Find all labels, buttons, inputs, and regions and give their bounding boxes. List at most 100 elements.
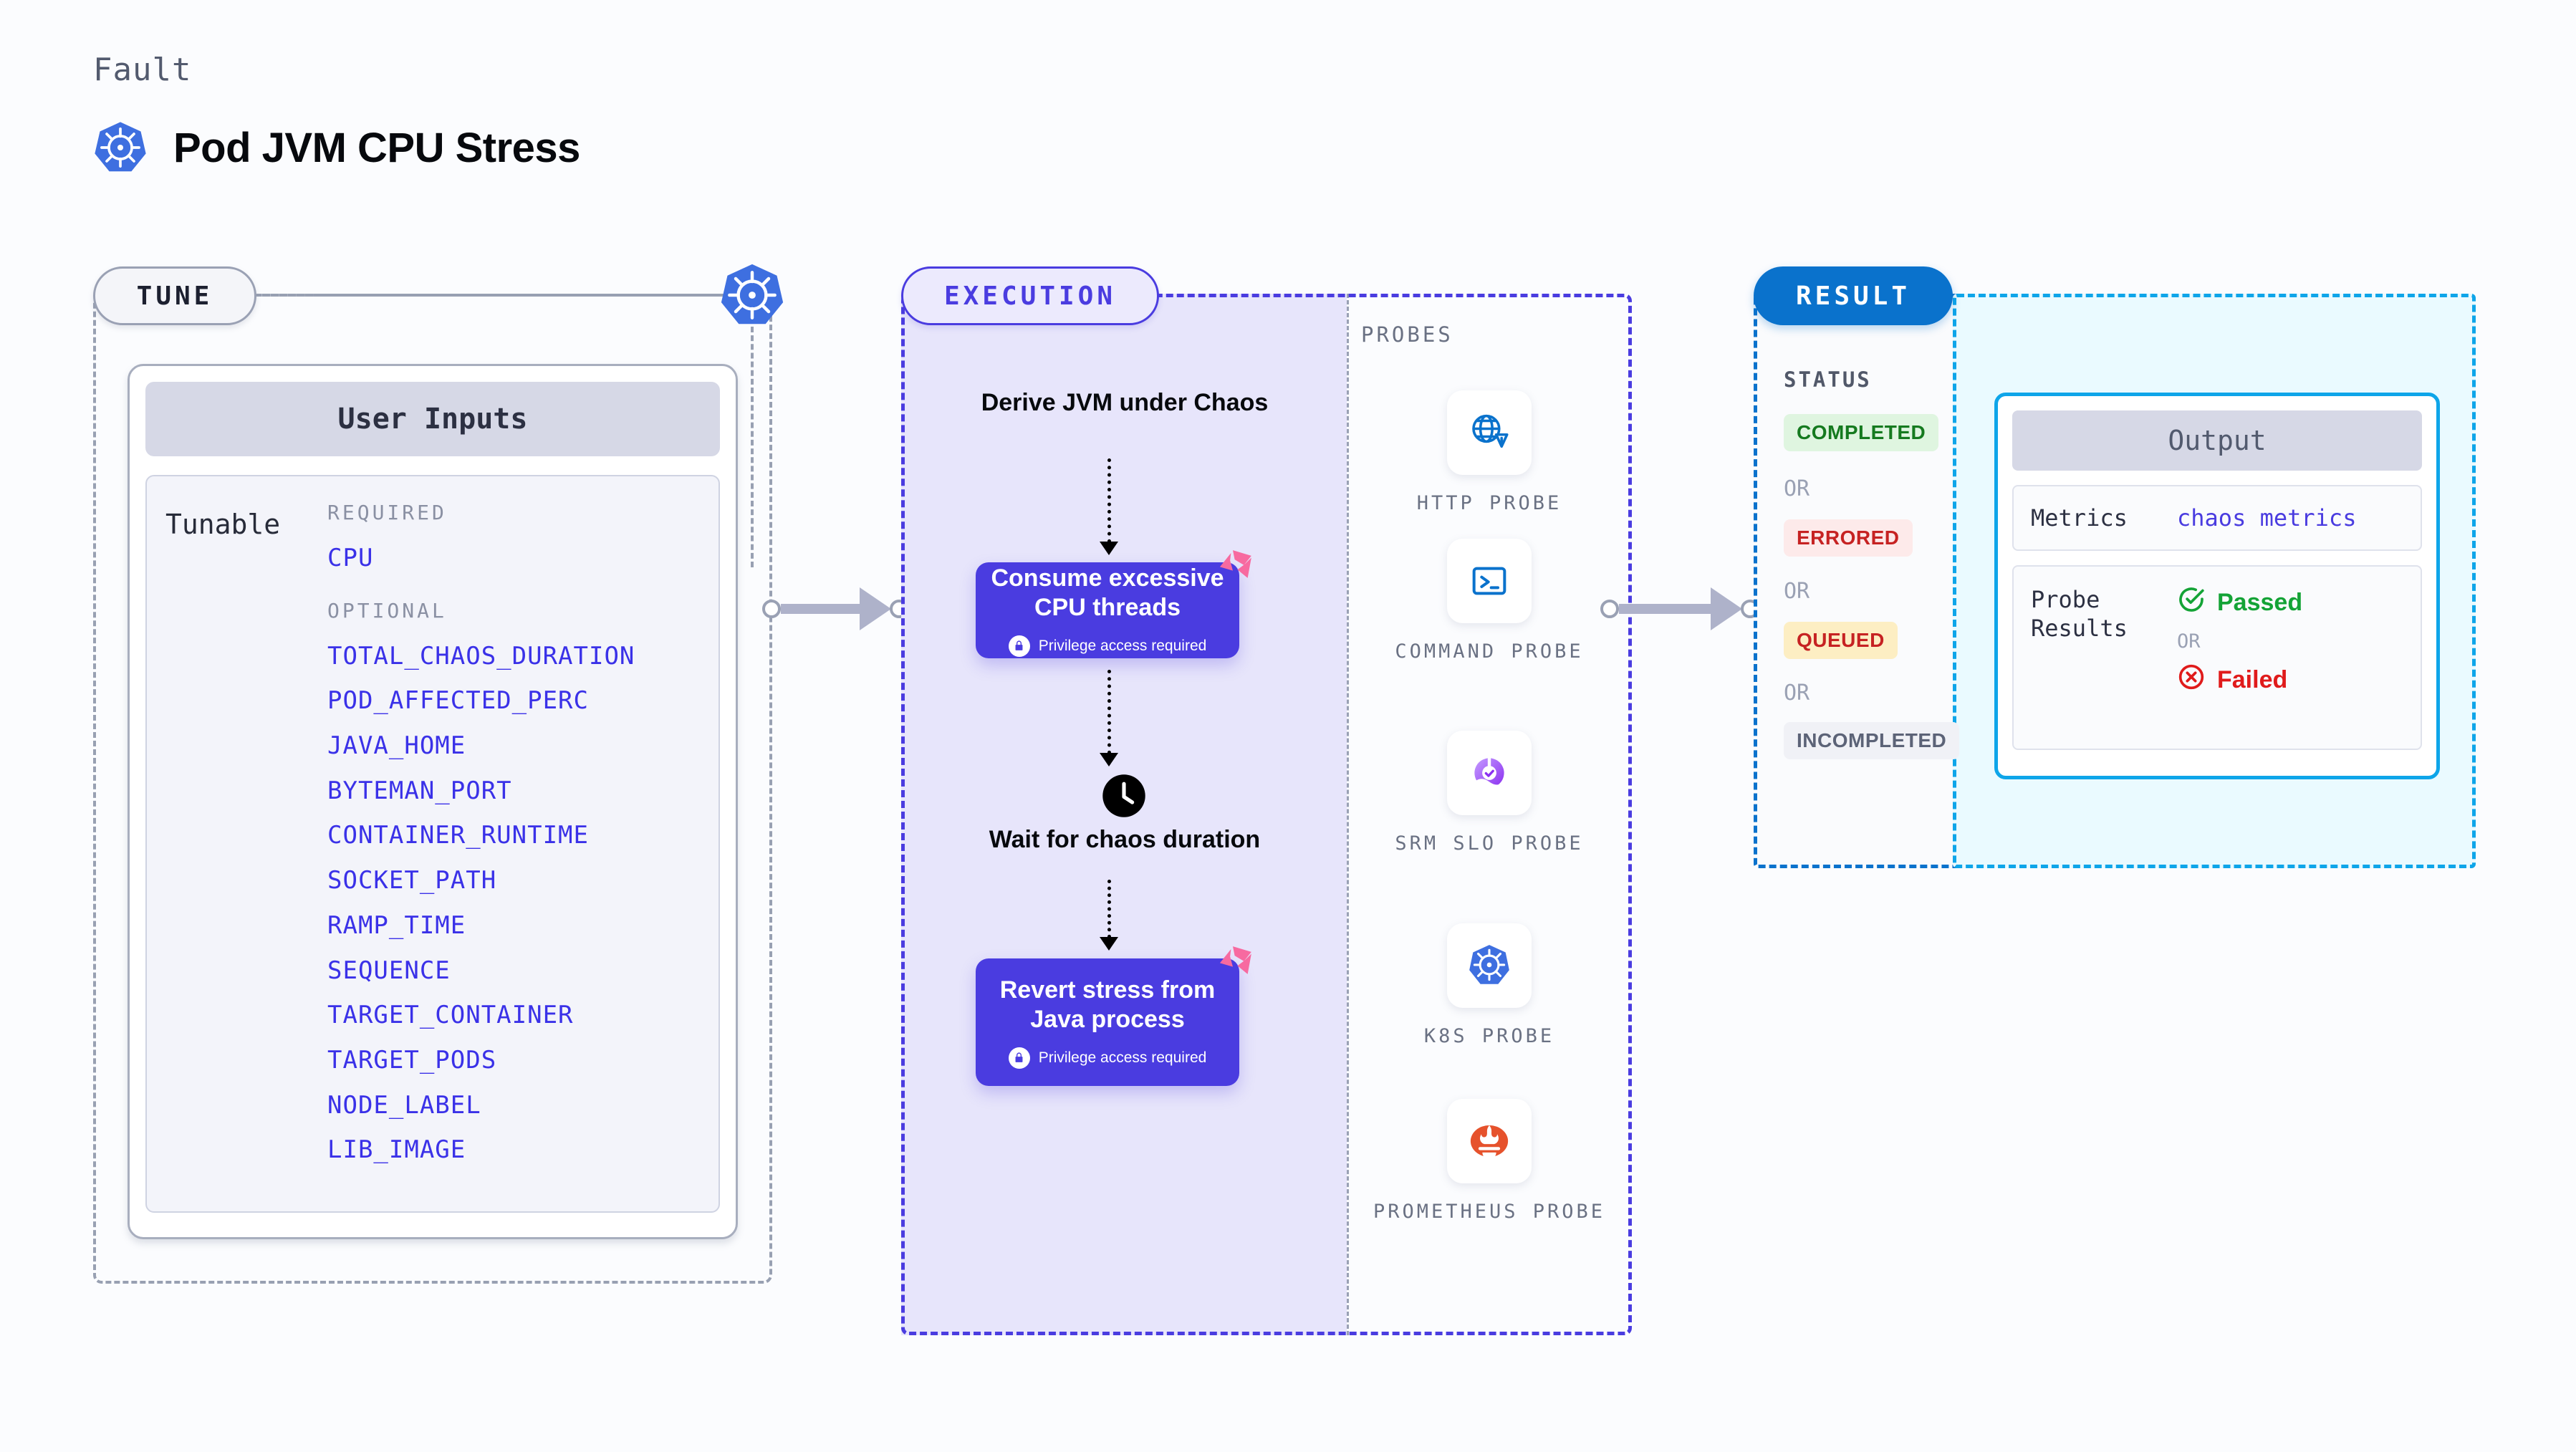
- metrics-row: Metrics chaos metrics: [2012, 485, 2422, 551]
- clock-icon: [1102, 774, 1146, 818]
- tune-section-pill[interactable]: TUNE: [93, 266, 256, 325]
- param-sequence[interactable]: SEQUENCE: [327, 956, 451, 985]
- probe-k8s[interactable]: K8S PROBE: [1347, 923, 1632, 1049]
- probe-srm-slo[interactable]: SRM SLO PROBE: [1347, 731, 1632, 857]
- flow-arrowhead-2: [1100, 753, 1118, 766]
- probe-results-row: Probe Results Passed OR: [2012, 565, 2422, 750]
- kubernetes-icon: [93, 120, 148, 175]
- litmus-icon: [1211, 943, 1255, 987]
- probe-label: PROMETHEUS PROBE: [1373, 1201, 1606, 1223]
- flow-arrow-1: [1107, 458, 1111, 543]
- status-title: STATUS: [1784, 367, 1872, 392]
- probe-result-or: OR: [2177, 630, 2201, 653]
- param-node-label[interactable]: NODE_LABEL: [327, 1090, 481, 1120]
- metrics-value[interactable]: chaos metrics: [2177, 504, 2357, 532]
- probe-result-passed: Passed: [2177, 585, 2302, 620]
- probes-column-divider: [1347, 294, 1632, 1335]
- connector-execution-to-result: [1600, 587, 1759, 630]
- flow-arrow-3: [1107, 880, 1111, 938]
- connector-arrowhead: [1711, 587, 1742, 630]
- result-section-pill[interactable]: RESULT: [1754, 266, 1953, 325]
- probe-result-passed-label: Passed: [2217, 589, 2303, 616]
- param-pod-affected-perc[interactable]: POD_AFFECTED_PERC: [327, 686, 589, 716]
- param-target-pods[interactable]: TARGET_PODS: [327, 1045, 497, 1074]
- prometheus-icon: [1447, 1099, 1532, 1183]
- probe-label: HTTP PROBE: [1416, 492, 1562, 514]
- probe-http[interactable]: HTTP PROBE: [1347, 390, 1632, 516]
- flow-arrow-2: [1107, 670, 1111, 754]
- probes-title: PROBES: [1361, 322, 1453, 347]
- probe-result-failed: Failed: [2177, 663, 2302, 698]
- status-or-2: OR: [1784, 579, 1810, 604]
- optional-group-label: OPTIONAL: [327, 598, 447, 622]
- status-badge-completed: COMPLETED: [1784, 414, 1939, 451]
- check-circle-icon: [2177, 585, 2206, 620]
- connector-bar: [1619, 604, 1712, 614]
- user-inputs-title: User Inputs: [145, 382, 720, 456]
- connector-tune-to-execution: [762, 587, 908, 630]
- execution-section-pill[interactable]: EXECUTION: [901, 266, 1159, 325]
- fault-title-row: Pod JVM CPU Stress: [93, 120, 580, 175]
- tunable-parameter-list: REQUIRED CPU OPTIONAL TOTAL_CHAOS_DURATI…: [327, 501, 719, 1211]
- execution-section-frame: [901, 294, 1632, 1335]
- status-or-1: OR: [1784, 476, 1810, 501]
- flow-arrowhead-3: [1100, 937, 1118, 951]
- probe-label: COMMAND PROBE: [1395, 640, 1584, 663]
- lock-icon: [1008, 635, 1030, 657]
- block-note-text: Privilege access required: [1038, 1049, 1207, 1066]
- connector-start-node: [1600, 600, 1619, 618]
- param-cpu[interactable]: CPU: [327, 544, 374, 572]
- probe-prometheus[interactable]: PROMETHEUS PROBE: [1347, 1099, 1632, 1225]
- probe-results-values: Passed OR Failed: [2177, 585, 2302, 730]
- globe-warning-icon: [1447, 390, 1532, 475]
- output-title: Output: [2012, 410, 2422, 471]
- block-title: Revert stress from Java process: [999, 976, 1216, 1033]
- metrics-key: Metrics: [2031, 504, 2128, 532]
- param-ramp-time[interactable]: RAMP_TIME: [327, 910, 466, 940]
- probe-result-failed-label: Failed: [2217, 666, 2288, 693]
- param-target-container[interactable]: TARGET_CONTAINER: [327, 1001, 574, 1030]
- param-byteman-port[interactable]: BYTEMAN_PORT: [327, 776, 512, 805]
- status-badge-incompleted: INCOMPLETED: [1784, 722, 1960, 759]
- kubernetes-icon: [1447, 923, 1532, 1008]
- execution-step-derive-jvm: Derive JVM under Chaos: [981, 389, 1269, 416]
- fault-kicker: Fault: [93, 52, 192, 88]
- probe-label: SRM SLO PROBE: [1395, 832, 1584, 855]
- execution-block-revert-stress[interactable]: Revert stress from Java process Privileg…: [976, 946, 1251, 1086]
- tune-k8s-vertical-line: [751, 327, 754, 567]
- terminal-icon: [1447, 539, 1532, 623]
- page-title: Pod JVM CPU Stress: [173, 124, 580, 171]
- param-lib-image[interactable]: LIB_IMAGE: [327, 1135, 466, 1165]
- connector-arrowhead: [860, 587, 891, 630]
- required-group-label: REQUIRED: [327, 501, 447, 524]
- tunable-label: Tunable: [165, 509, 281, 540]
- kubernetes-icon: [719, 262, 785, 328]
- probe-label: K8S PROBE: [1423, 1025, 1555, 1047]
- status-badge-errored: ERRORED: [1784, 519, 1913, 557]
- lock-icon: [1008, 1047, 1030, 1069]
- param-container-runtime[interactable]: CONTAINER_RUNTIME: [327, 821, 589, 850]
- status-badge-queued: QUEUED: [1784, 622, 1898, 659]
- connector-start-node: [762, 600, 781, 618]
- block-note-text: Privilege access required: [1038, 637, 1207, 654]
- status-or-3: OR: [1784, 681, 1810, 706]
- tune-k8s-connector-line: [262, 294, 721, 297]
- param-socket-path[interactable]: SOCKET_PATH: [327, 866, 497, 895]
- execution-step-wait-duration: Wait for chaos duration: [989, 826, 1261, 853]
- param-java-home[interactable]: JAVA_HOME: [327, 731, 466, 761]
- block-privilege-note: Privilege access required: [1008, 1047, 1207, 1069]
- execution-block-consume-cpu[interactable]: Consume excessive CPU threads Privilege …: [976, 550, 1251, 658]
- output-card: Output Metrics chaos metrics Probe Resul…: [1994, 393, 2440, 779]
- litmus-icon: [1211, 547, 1255, 591]
- block-privilege-note: Privilege access required: [1008, 635, 1207, 657]
- slo-donut-icon: [1447, 731, 1532, 815]
- block-title: Consume excessive CPU threads: [991, 564, 1224, 621]
- connector-bar: [781, 604, 861, 614]
- param-total-chaos-duration[interactable]: TOTAL_CHAOS_DURATION: [327, 641, 635, 670]
- probe-results-key: Probe Results: [2031, 586, 2128, 642]
- probe-command[interactable]: COMMAND PROBE: [1347, 539, 1632, 665]
- user-inputs-card: User Inputs Tunable REQUIRED CPU OPTIONA…: [128, 364, 738, 1239]
- tunable-box: Tunable REQUIRED CPU OPTIONAL TOTAL_CHAO…: [145, 475, 720, 1213]
- x-circle-icon: [2177, 663, 2206, 698]
